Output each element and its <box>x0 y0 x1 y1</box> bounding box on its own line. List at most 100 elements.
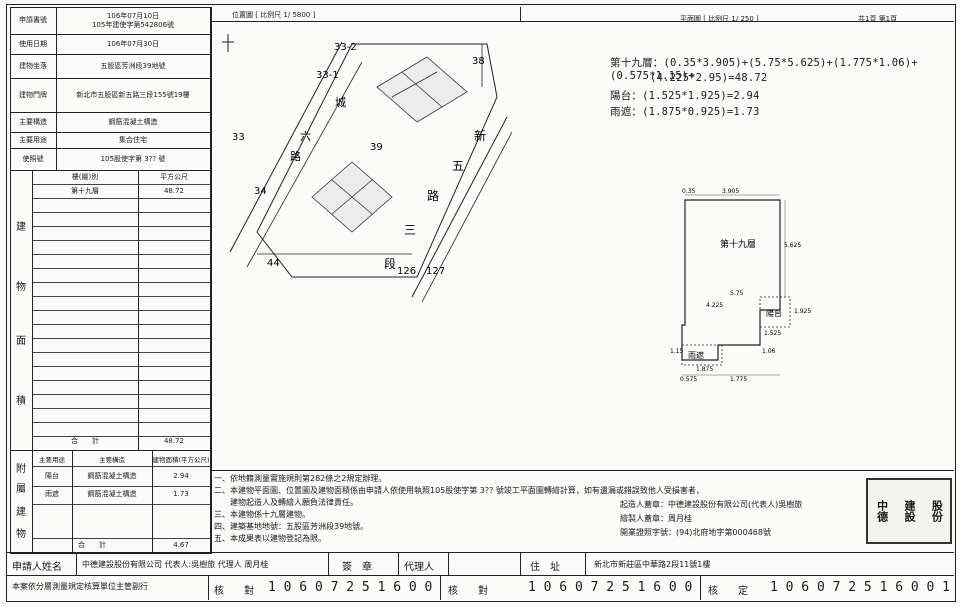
annex-section-char: 附 <box>16 464 26 475</box>
annex-cell: 鋼筋混凝土構造 <box>87 471 137 480</box>
area-formula-floor: 第十九層：(0.35*3.905)+(5.75*5.625)+(1.775*1.… <box>610 57 918 82</box>
area-section-char: 物 <box>16 282 26 293</box>
location-map: 33-2 33-1 33 39 34 44 126 127 38 六 路 城 新… <box>222 34 512 302</box>
note-line: 一、依地籍測量實施規則第282條之2規定辦理。 <box>214 474 387 483</box>
info-value: 集合住宅 <box>119 135 147 144</box>
area-formula-awning: 雨遮：(1.875*0.925)=1.73 <box>610 106 760 118</box>
lot-label: 33-2 <box>334 42 357 53</box>
dimension: 0.35 <box>682 188 696 195</box>
note-line: 二、本建物平面圖、位置圖及建物面積係由申請人依使用執照105股使字第 3?? 號… <box>214 486 704 495</box>
address-label: 住 址 <box>530 562 560 573</box>
seal-text: 中德 <box>875 500 889 522</box>
north-arrow-icon <box>222 34 234 52</box>
awning-label: 雨遮 <box>688 350 704 360</box>
road-name-char: 城 <box>335 96 346 109</box>
dimension: 5.75 <box>730 290 744 297</box>
road-name-char: 路 <box>290 150 301 163</box>
annex-total-label: 合 計 <box>78 541 106 549</box>
annex-cell: 鋼筋混凝土構造 <box>87 489 137 498</box>
info-panel <box>10 7 212 554</box>
info-value: 新北市五股區新五路三段155號19樓 <box>76 90 190 99</box>
area-total-label: 合 計 <box>71 436 99 445</box>
area-header: 平方公尺 <box>160 172 188 181</box>
building-footprint-2 <box>311 161 393 233</box>
note-line: 建物起造人及轉繪人願負法律責任。 <box>214 498 358 507</box>
lot-label: 127 <box>426 266 445 277</box>
dimension: 0.575 <box>680 376 697 383</box>
check3-label: 核 定 <box>708 586 748 597</box>
starter-signature: 起造人蓋章：中德建設股份有限公司(代表人)吳樹旅 <box>620 500 803 509</box>
seal-text: 股份 <box>930 500 944 522</box>
building-footprint-1 <box>376 56 468 123</box>
floor-label: 第十九層 <box>720 238 756 250</box>
annex-section-char: 屬 <box>16 484 26 495</box>
info-value: 106年07月30日 <box>106 39 160 48</box>
area-formula-balcony: 陽台：(1.525*1.925)=2.94 <box>610 90 760 102</box>
annex-cell: 1.73 <box>173 489 189 498</box>
dimension: 4.225 <box>706 302 723 309</box>
location-scale-label: 位置圖 [ 比例尺 1/ 5800 ] <box>232 11 316 19</box>
road-name-char: 路 <box>427 188 439 203</box>
area-cell: 48.72 <box>163 186 185 195</box>
lot-label: 34 <box>254 186 267 197</box>
annex-section-char: 建 <box>16 507 26 518</box>
drawer-signature: 繪製人蓋章：周月桂 <box>620 514 692 523</box>
license-number: 開業證照字號：(94)北府地字第000468號 <box>620 528 771 537</box>
area-section-char: 面 <box>16 336 26 347</box>
layer-header: 樓(層)別 <box>71 172 99 181</box>
info-label: 建物門牌 <box>19 90 47 99</box>
department-note: 本案依分層測量規定核算單位主管副行 <box>12 582 148 591</box>
annex-cell: 雨遮 <box>45 489 59 498</box>
agent-label: 代理人 <box>404 562 434 573</box>
info-label: 主要構造 <box>19 117 47 126</box>
road-name-char: 五 <box>452 159 464 173</box>
applicant-label: 申請人姓名 <box>12 562 62 573</box>
seal-label: 簽 章 <box>342 562 372 573</box>
info-value: 五股區芳洲段39地號 <box>100 61 166 70</box>
lot-label: 38 <box>472 56 485 67</box>
dimension: 1.15 <box>670 348 684 355</box>
lot-label: 33-1 <box>316 70 339 81</box>
address-value: 新北市新莊區中華路2段11號1樓 <box>594 560 711 569</box>
road-name-char: 新 <box>474 128 486 143</box>
info-value: 105股使字第 3?? 號 <box>100 154 166 163</box>
floor-plan: 第十九層 陽台 雨遮 3.905 0.35 5.625 5.75 4.225 1… <box>670 188 811 383</box>
check3-value: 1 0 6 0 7 2 5 1 6 0 0 1 <box>770 580 951 595</box>
note-line: 五、本成果表以建物登記為限。 <box>214 534 326 543</box>
road-name-char: 段 <box>384 256 396 271</box>
layer-cell: 第十九層 <box>71 186 99 195</box>
check1-value: 1 0 6 0 7 2 5 1 6 0 0 <box>268 580 433 595</box>
applicant-name: 中德建設股份有限公司 代表人:吳樹旅 代理人 周月桂 <box>82 560 269 569</box>
dimension: 5.625 <box>784 242 801 249</box>
dimension: 1.875 <box>696 366 713 373</box>
lot-label: 126 <box>397 266 416 277</box>
floor-scale-label: 平面圖 [ 比例尺 1/ 250 ] <box>680 15 759 23</box>
area-section-char: 建 <box>16 222 26 233</box>
dimension: 1.775 <box>730 376 747 383</box>
annex-section-char: 物 <box>16 529 26 540</box>
notes: 一、依地籍測量實施規則第282條之2規定辦理。二、本建物平面圖、位置圖及建物面積… <box>214 474 834 546</box>
area-section-char: 積 <box>16 396 26 407</box>
annex-header: 主要構造 <box>99 456 125 464</box>
lot-label: 39 <box>370 142 383 153</box>
annex-header: 主要用途 <box>39 456 65 464</box>
lot-label: 33 <box>232 132 245 143</box>
document-frame <box>6 4 956 602</box>
note-line: 三、本建物係十九層建物。 <box>214 510 310 519</box>
dimension: 1.925 <box>794 308 811 315</box>
annex-cell: 陽台 <box>45 471 59 480</box>
seal-text: 建設 <box>902 500 916 522</box>
page-number: 共1頁 第1頁 <box>858 15 898 23</box>
info-label: 使照號 <box>22 154 44 163</box>
lot-label: 44 <box>267 258 280 269</box>
info-value: 鋼筋混凝土構造 <box>108 117 158 126</box>
check2-value: 1 0 6 0 7 2 5 1 6 0 0 <box>528 580 693 595</box>
annex-header: 建物面積(平方公尺) <box>152 456 210 464</box>
check2-label: 核 對 <box>448 586 488 597</box>
road-name-char: 六 <box>300 130 311 143</box>
area-total-value: 48.72 <box>163 436 185 445</box>
balcony-label: 陽台 <box>766 308 782 318</box>
info-label: 申請書號 <box>19 16 47 24</box>
dimension: 3.905 <box>722 188 739 195</box>
area-formula-floor-total: (4.225*2.95)=48.72 <box>650 72 768 84</box>
